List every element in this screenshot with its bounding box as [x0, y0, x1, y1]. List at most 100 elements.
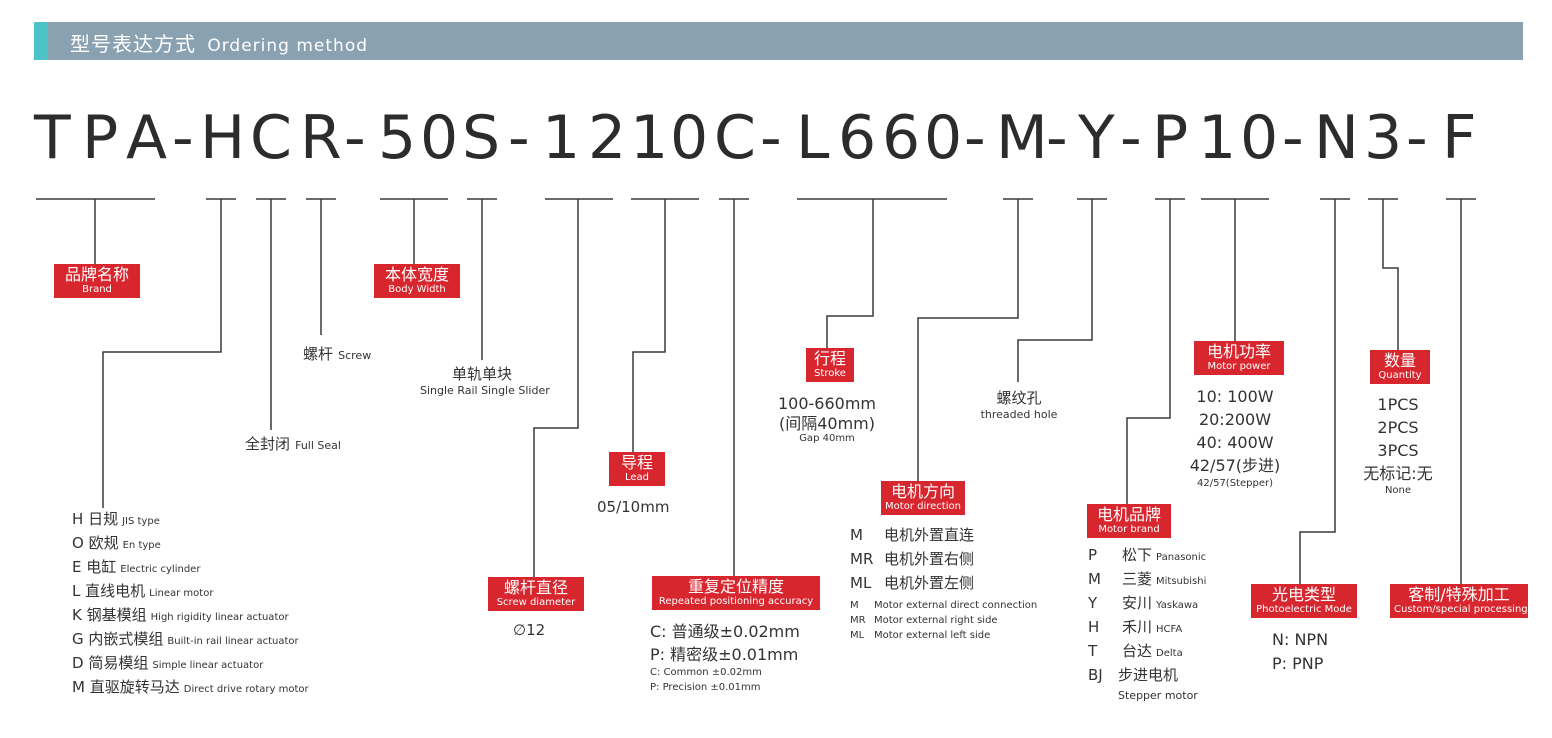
body-width-tag-en: Body Width	[388, 284, 446, 295]
photoelectric-tag-en: Photoelectric Mode	[1256, 604, 1352, 615]
code-char: R	[300, 103, 342, 173]
quantity-list: 1PCS 2PCS 3PCS 无标记:无 None	[1350, 393, 1446, 497]
header-title-en: Ordering method	[207, 36, 369, 56]
screw-label: 螺杆 Screw	[303, 346, 371, 362]
slider-label: 单轨单块 Single Rail Single Slider	[420, 365, 550, 397]
motor-power-item: 10: 100W	[1196, 387, 1274, 406]
code-char: S	[462, 103, 501, 173]
code-dash: -	[508, 103, 530, 173]
code-char: N	[1314, 103, 1359, 173]
code-char: M	[996, 103, 1048, 173]
code-dash: -	[1282, 103, 1304, 173]
motor-power-tag-cn: 电机功率	[1206, 342, 1271, 361]
section-header: 型号表达方式 Ordering method	[34, 22, 1523, 60]
code-char: 2	[588, 103, 627, 173]
code-char: 0	[670, 103, 709, 173]
motor-power-tag-en: Motor power	[1207, 361, 1271, 372]
full-seal-label: 全封闭 Full Seal	[245, 436, 341, 452]
code-char: T	[34, 103, 71, 173]
quantity-item: 无标记:无	[1363, 464, 1433, 483]
motor-power-note: 42/57(Stepper)	[1196, 478, 1273, 489]
accuracy-tag-en: Repeated positioning accuracy	[658, 596, 814, 607]
code-char: P	[82, 103, 119, 173]
code-char: 1	[542, 103, 581, 173]
photoelectric-item: P: PNP	[1272, 654, 1324, 673]
code-char: 1	[1198, 103, 1237, 173]
code-char: 1	[630, 103, 669, 173]
quantity-item: 3PCS	[1377, 441, 1419, 460]
code-char: 5	[378, 103, 417, 173]
stroke-tag-en: Stroke	[814, 368, 846, 379]
code-dash: -	[760, 103, 782, 173]
code-dash: -	[344, 103, 366, 173]
motor-power-list: 10: 100W 20:200W 40: 400W 42/57(步进) 42/5…	[1180, 385, 1290, 491]
stroke-tag-cn: 行程	[813, 349, 846, 368]
code-dash: -	[172, 103, 194, 173]
brand-tag: 品牌名称 Brand	[54, 264, 140, 298]
slider-label-cn: 单轨单块	[451, 365, 512, 383]
motor-direction-tag-cn: 电机方向	[890, 482, 955, 501]
code-char: 3	[1364, 103, 1403, 173]
motor-brand-tag: 电机品牌 Motor brand	[1087, 504, 1171, 538]
photoelectric-list: N: NPN P: PNP	[1272, 628, 1328, 676]
threaded-hole-en: threaded hole	[980, 408, 1058, 421]
accuracy-tag: 重复定位精度 Repeated positioning accuracy	[652, 576, 820, 610]
header-title-cn: 型号表达方式	[70, 32, 196, 56]
code-char: 0	[420, 103, 459, 173]
code-dash: -	[1046, 103, 1068, 173]
brand-tag-en: Brand	[82, 284, 112, 295]
quantity-tag-cn: 数量	[1383, 351, 1416, 370]
photoelectric-item: N: NPN	[1272, 630, 1329, 649]
code-char: F	[1442, 103, 1477, 173]
code-char: A	[126, 103, 168, 173]
stroke-gap-en: Gap 40mm	[799, 433, 855, 444]
screw-diameter-value: ∅12	[513, 621, 546, 639]
motor-power-item: 20:200W	[1198, 410, 1272, 429]
accuracy-line-1: C: 普通级±0.02mm	[650, 622, 800, 641]
screw-diameter-tag: 螺杆直径 Screw diameter	[488, 577, 584, 611]
body-width-tag: 本体宽度 Body Width	[374, 264, 460, 298]
motor-power-item: 40: 400W	[1196, 433, 1274, 452]
stroke-range: 100-660mm	[777, 394, 877, 413]
motor-brand-tag-en: Motor brand	[1098, 524, 1160, 535]
code-dash: -	[1406, 103, 1428, 173]
lead-tag-en: Lead	[624, 472, 650, 483]
photoelectric-tag-cn: 光电类型	[1271, 585, 1336, 604]
code-char: 0	[924, 103, 963, 173]
header-title: 型号表达方式 Ordering method	[70, 28, 368, 57]
code-dash: -	[964, 103, 986, 173]
lead-value: 05/10mm	[597, 498, 670, 516]
quantity-item: 1PCS	[1377, 395, 1419, 414]
custom-tag-cn: 客制/特殊加工	[1408, 585, 1510, 604]
code-char: L	[796, 103, 830, 173]
motor-brand-tag-cn: 电机品牌	[1096, 505, 1161, 524]
threaded-hole-label: 螺纹孔 threaded hole	[978, 391, 1060, 421]
full-seal-label-en: Full Seal	[295, 439, 341, 452]
accuracy-en-1: C: Common ±0.02mm	[650, 667, 762, 678]
motor-direction-tag-en: Motor direction	[885, 501, 961, 512]
quantity-tag: 数量 Quantity	[1370, 350, 1430, 384]
quantity-tag-en: Quantity	[1378, 370, 1422, 381]
header-accent-bar	[34, 22, 48, 60]
quantity-note: None	[1384, 485, 1412, 496]
code-char: 6	[838, 103, 877, 173]
code-char: Y	[1078, 103, 1115, 173]
code-char: P	[1152, 103, 1189, 173]
